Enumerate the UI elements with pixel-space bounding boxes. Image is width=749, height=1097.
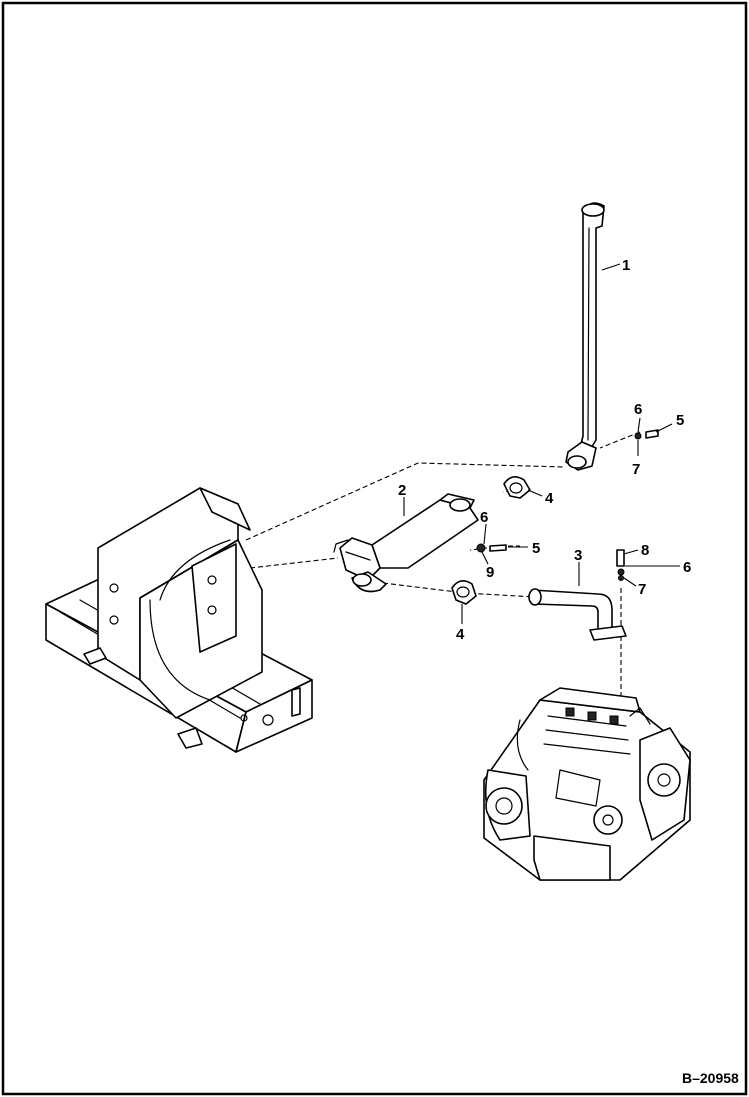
callout-2: 2 bbox=[398, 482, 406, 499]
callout-5-lower: 5 bbox=[532, 540, 540, 557]
figure-number: B–20958 bbox=[682, 1070, 739, 1086]
callout-6-middle: 6 bbox=[480, 509, 488, 526]
callout-6-right: 6 bbox=[683, 559, 691, 576]
callout-5-upper: 5 bbox=[676, 412, 684, 429]
callout-7-upper: 7 bbox=[632, 461, 640, 478]
exhaust-elbow-pipe bbox=[528, 588, 627, 641]
callout-4-upper: 4 bbox=[545, 490, 554, 507]
exhaust-stack-pipe bbox=[565, 202, 605, 471]
callout-9: 9 bbox=[486, 564, 494, 581]
muffler bbox=[333, 493, 479, 593]
callout-6-upper: 6 bbox=[634, 401, 642, 418]
clamp-lower bbox=[451, 580, 477, 605]
callout-8: 8 bbox=[641, 542, 649, 559]
engine bbox=[483, 687, 691, 881]
callout-1: 1 bbox=[622, 257, 630, 274]
callout-7-lower: 7 bbox=[638, 581, 646, 598]
machine-frame bbox=[45, 487, 313, 753]
callouts: 1 2 3 4 4 5 5 6 6 6 7 7 8 9 bbox=[398, 257, 691, 643]
callout-4-lower: 4 bbox=[456, 626, 465, 643]
clamp-upper bbox=[503, 476, 531, 499]
callout-3: 3 bbox=[574, 547, 582, 564]
leader-lines bbox=[403, 263, 680, 624]
hardware bbox=[476, 429, 659, 581]
